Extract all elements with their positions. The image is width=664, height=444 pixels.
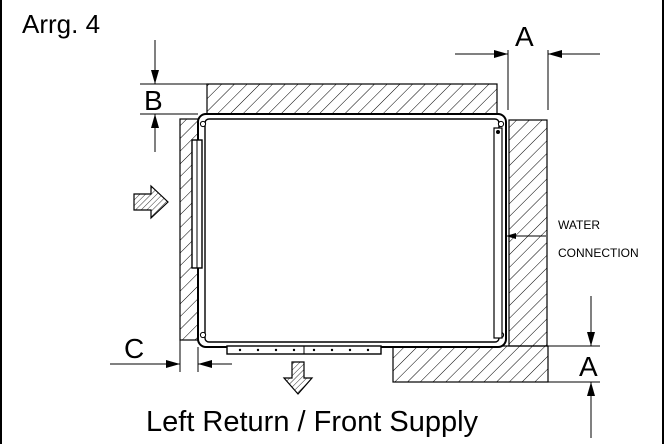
supply-duct	[226, 345, 382, 355]
right-arrow-icon	[133, 184, 169, 220]
down-arrow-icon	[282, 361, 314, 395]
dimension-label-b: B	[144, 85, 163, 116]
dimension-label-a-top: A	[515, 21, 534, 52]
top-wall	[206, 83, 498, 115]
return-grille	[191, 139, 203, 269]
dimension-label-c: C	[124, 333, 144, 364]
bottom-wall	[392, 345, 549, 383]
water-connection-label-1: WATER	[558, 218, 600, 232]
right-wall	[508, 119, 548, 347]
dimension-a-top: A	[455, 21, 600, 110]
water-connection-callout: WATER CONNECTION	[506, 218, 639, 260]
dimension-label-a-right: A	[579, 351, 598, 382]
water-connection-label-2: CONNECTION	[558, 246, 639, 260]
diagram-title: Arrg. 4	[22, 9, 100, 39]
unit-body	[197, 113, 507, 348]
diagram-caption: Left Return / Front Supply	[146, 406, 479, 438]
dimension-a-right: A	[548, 296, 600, 438]
dimension-c-bottom: C	[110, 333, 232, 372]
dimension-b-left: B	[140, 40, 207, 152]
water-connection-panel	[493, 127, 503, 339]
